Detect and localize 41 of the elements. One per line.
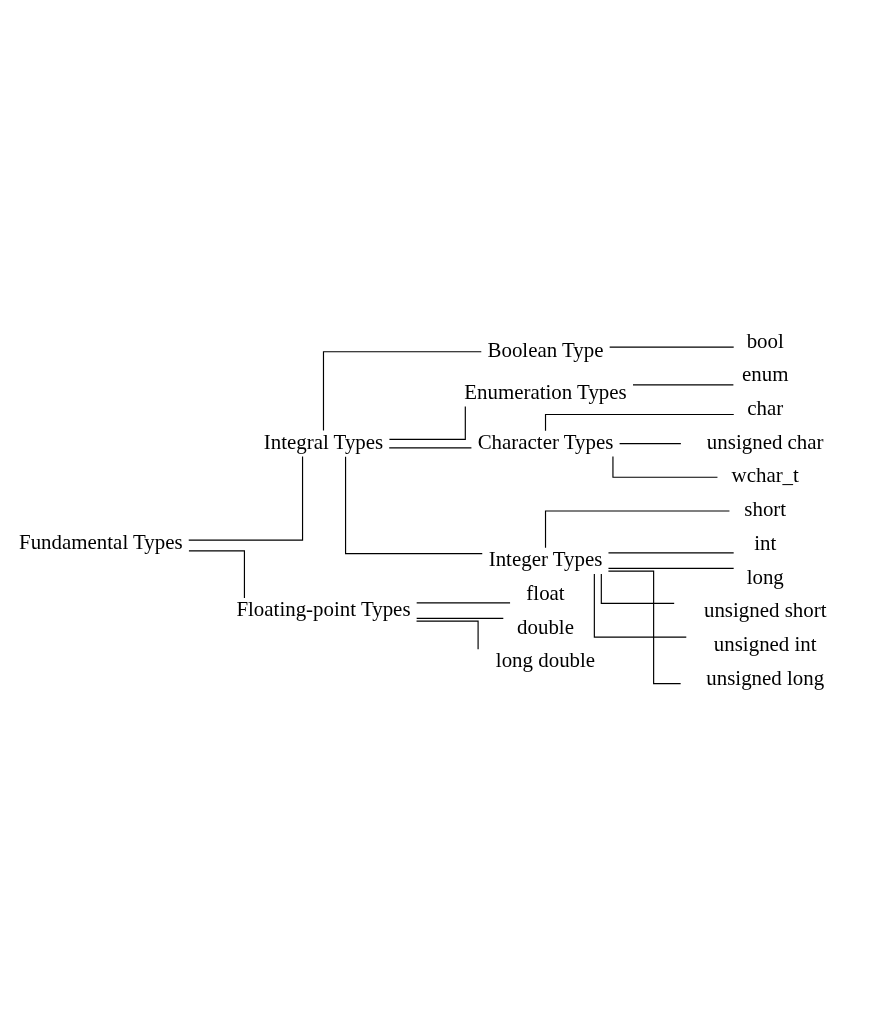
connector (322, 351, 482, 431)
node-text: Boolean Type (487, 337, 604, 362)
node-text: unsigned short (703, 598, 827, 623)
node-text: unsigned long (706, 665, 825, 690)
node-text: int (754, 530, 777, 555)
node-text: Integral Types (263, 429, 384, 454)
node-text: Character Types (477, 429, 614, 454)
connector (345, 456, 483, 555)
node-text: unsigned int (713, 631, 817, 656)
connector (544, 413, 735, 432)
node-text: long (746, 564, 784, 589)
node-text: float (526, 580, 565, 605)
node-text: enum (742, 362, 789, 387)
node-text: wchar_t (731, 463, 799, 488)
connector (544, 510, 731, 549)
connector (607, 552, 735, 554)
node-text: long double (495, 648, 596, 673)
connector (609, 346, 735, 348)
connector (415, 620, 479, 650)
node-text: char (747, 395, 784, 420)
node-text: bool (746, 328, 784, 353)
connector (632, 384, 734, 386)
connector (388, 406, 466, 440)
node-text: Integer Types (488, 547, 603, 572)
node-text: Enumeration Types (464, 379, 627, 404)
node-text: short (744, 497, 787, 522)
connector (388, 447, 472, 449)
node-text: Fundamental Types (19, 529, 183, 554)
connector (619, 443, 682, 445)
connector (188, 550, 245, 599)
connector (188, 456, 304, 541)
connector (600, 573, 675, 604)
node-text: unsigned char (706, 429, 824, 454)
connector (607, 570, 682, 685)
connector (612, 455, 719, 478)
node-text: Floating-point Types (236, 597, 411, 622)
connector (416, 602, 511, 604)
connector (607, 567, 735, 569)
connector (416, 617, 504, 619)
connector (593, 573, 687, 638)
node-text: double (517, 614, 574, 639)
